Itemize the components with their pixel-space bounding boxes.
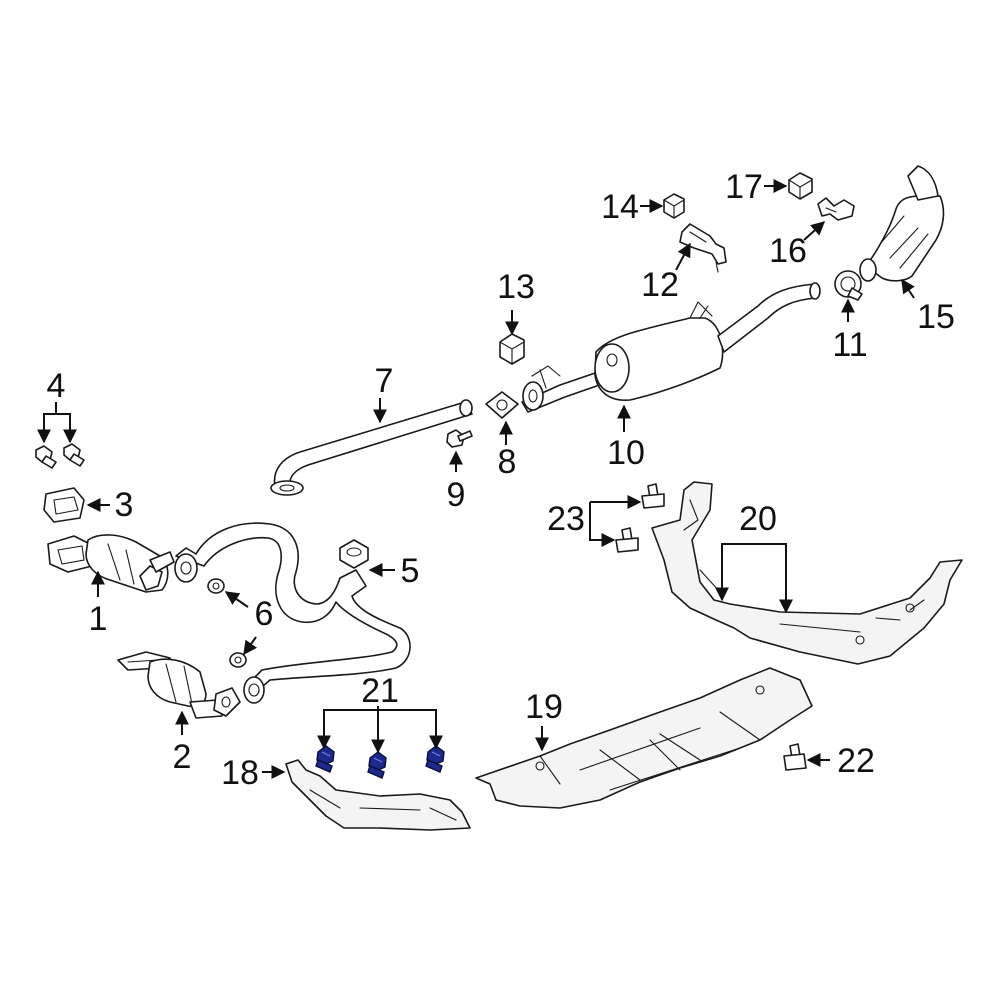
callout-11: 11 [832, 326, 867, 364]
gasket-3-part[interactable] [43, 487, 85, 523]
bolt-21a-part[interactable] [315, 745, 335, 773]
heat-shield-19-part[interactable] [475, 667, 813, 809]
clamp-part[interactable] [834, 270, 863, 301]
insulator-14-part[interactable] [663, 193, 685, 219]
callout-8: 8 [498, 443, 517, 481]
tail-pipe-part[interactable] [859, 165, 945, 282]
callout-5: 5 [401, 552, 420, 590]
callout-9: 9 [447, 476, 466, 514]
callout-2: 2 [173, 738, 192, 776]
catalytic-converter-1-part[interactable] [47, 534, 175, 593]
callout-15: 15 [917, 298, 955, 336]
callout-labels: 1 2 3 4 5 6 7 8 9 10 11 12 13 14 15 16 1… [47, 168, 955, 792]
bolt-21b-part[interactable] [367, 751, 387, 779]
hanger-16-part[interactable] [817, 197, 855, 221]
nut-6b-part[interactable] [229, 652, 247, 668]
bolt-23a-part[interactable] [641, 483, 665, 509]
gasket-part[interactable] [485, 391, 519, 419]
callout-7: 7 [375, 362, 394, 400]
bolt-4a-part[interactable] [35, 445, 57, 469]
insulator-13-part[interactable] [499, 333, 525, 365]
bolt-4b-part[interactable] [63, 443, 85, 467]
callout-20: 20 [739, 500, 777, 538]
bolt-22-part[interactable] [783, 743, 807, 771]
callout-23: 23 [547, 500, 585, 538]
callout-3: 3 [115, 486, 134, 524]
leader-lines [37, 179, 915, 779]
callout-18: 18 [221, 754, 259, 792]
callout-4: 4 [47, 367, 66, 405]
callout-13: 13 [497, 268, 535, 306]
bolt-9-part[interactable] [446, 429, 473, 448]
callout-19: 19 [525, 688, 563, 726]
callout-6: 6 [255, 595, 274, 633]
callout-12: 12 [641, 266, 679, 304]
callout-1: 1 [89, 600, 108, 638]
callout-10: 10 [607, 434, 645, 472]
callout-14: 14 [601, 188, 639, 226]
callout-17: 17 [725, 168, 763, 206]
heat-shield-18-part[interactable] [285, 759, 471, 831]
heat-shield-20-part[interactable] [651, 481, 963, 665]
nut-6a-part[interactable] [207, 578, 225, 594]
bolt-23b-part[interactable] [615, 527, 639, 553]
insulator-17-part[interactable] [788, 172, 813, 200]
bolt-21c-part[interactable] [425, 745, 445, 773]
muffler-part[interactable] [521, 282, 821, 413]
y-pipe-part[interactable] [174, 522, 411, 704]
callout-16: 16 [769, 232, 807, 270]
callout-21: 21 [361, 672, 399, 710]
catalytic-converter-2-part[interactable] [117, 651, 241, 719]
front-pipe-part[interactable] [270, 399, 473, 496]
callout-22: 22 [837, 742, 875, 780]
